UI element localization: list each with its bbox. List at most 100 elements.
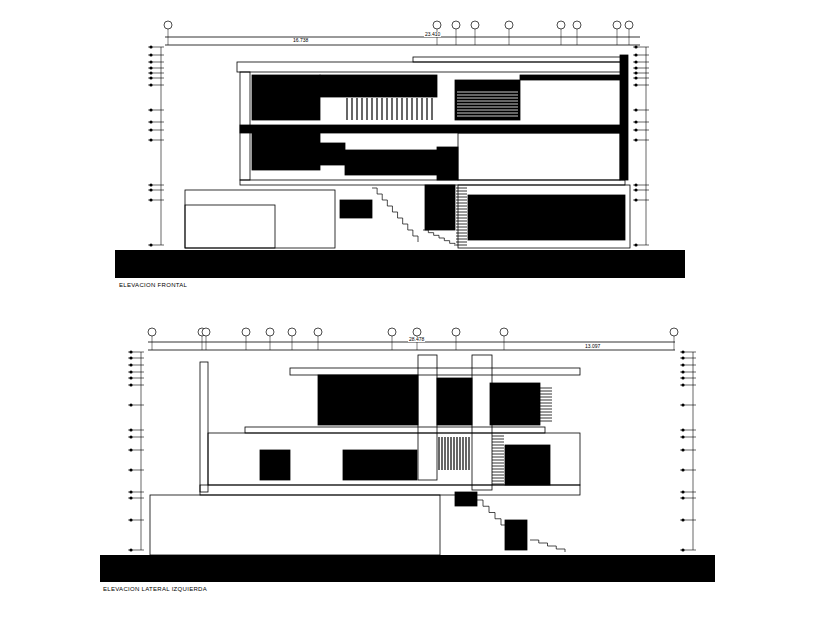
level-markers: [646, 47, 647, 245]
level-markers: [681, 518, 684, 521]
level-markers: [681, 548, 684, 551]
front-elevation: [115, 21, 685, 278]
vertical-bars: [411, 98, 412, 120]
level-markers: [149, 183, 152, 186]
stair: [519, 544, 525, 550]
roof-slab: [413, 57, 625, 62]
grid-bubbles: [617, 29, 618, 45]
level-markers: [634, 53, 637, 56]
grid-bubbles: [613, 21, 621, 29]
vertical-bars: [401, 98, 402, 120]
grid-bubbles: [504, 336, 505, 350]
vertical-bars: [416, 98, 417, 120]
window-fill: [318, 375, 418, 425]
level-markers: [129, 370, 132, 373]
level-markers: [149, 128, 152, 131]
horizontal-bars: [456, 221, 467, 222]
drawing-title: ELEVACION FRONTAL: [118, 282, 188, 288]
level-markers: [149, 120, 152, 123]
grid-bubbles: [388, 328, 396, 336]
dimension-text: 16.738: [292, 38, 309, 43]
horizontal-bars: [492, 460, 504, 461]
horizontal-bars: [537, 421, 552, 422]
grid-bubbles: [674, 336, 675, 350]
vertical-bars: [351, 98, 352, 120]
level-markers: [129, 356, 132, 359]
grid-bubbles: [505, 21, 513, 29]
grid-bubbles: [561, 29, 562, 45]
wall: [185, 205, 275, 248]
grid-bubbles: [629, 29, 630, 45]
horizontal-bars: [492, 451, 504, 452]
vertical-bars: [438, 437, 439, 470]
stair: [413, 236, 418, 242]
slab: [240, 180, 625, 185]
grid-bubbles: [266, 328, 274, 336]
horizontal-bars: [456, 194, 467, 195]
horizontal-bars: [456, 200, 467, 201]
horizontal-bars: [456, 92, 518, 245]
level-markers: [693, 352, 694, 550]
stair: [372, 188, 377, 194]
horizontal-bars: [457, 95, 518, 96]
level-markers: [681, 350, 684, 353]
level-markers: [149, 45, 152, 48]
horizontal-bars: [537, 403, 552, 404]
vertical-bars: [426, 98, 427, 120]
level-markers: [129, 490, 132, 493]
grid-bubbles: [509, 29, 510, 45]
level-markers: [128, 350, 696, 551]
horizontal-bars: [537, 406, 552, 407]
grid-bubbles: [168, 29, 169, 45]
level-markers: [149, 198, 152, 201]
level-markers: [129, 403, 132, 406]
level-markers: [149, 108, 152, 111]
grid-bubbles: [573, 21, 581, 29]
railing: [455, 492, 477, 506]
vertical-bars: [396, 98, 397, 120]
dimension-text: 28.478: [408, 337, 425, 342]
window-fill: [490, 383, 540, 425]
horizontal-bars: [537, 388, 552, 389]
level-markers: [634, 243, 637, 246]
grid-bubbles: [292, 336, 293, 350]
horizontal-bars: [456, 209, 467, 210]
stair: [372, 188, 455, 246]
horizontal-bars: [492, 484, 504, 485]
horizontal-bars: [492, 469, 504, 470]
level-markers: [129, 518, 132, 521]
stair: [507, 531, 513, 537]
window-fill: [437, 378, 472, 425]
grid-bubbles: [452, 328, 460, 336]
horizontal-bars: [456, 242, 467, 243]
stair: [382, 200, 387, 206]
level-markers: [149, 76, 152, 79]
dimension-text: 23.410: [424, 32, 441, 37]
horizontal-bars: [457, 110, 518, 111]
vertical-bars: [406, 98, 407, 120]
vertical-bars: [366, 98, 367, 120]
horizontal-bars: [456, 239, 467, 240]
horizontal-bars: [537, 397, 552, 398]
stair: [501, 525, 507, 531]
door-fill: [425, 185, 455, 230]
vertical-bars: [356, 98, 357, 120]
stair: [434, 235, 439, 238]
level-markers: [634, 76, 637, 79]
grid-bubbles: [148, 328, 156, 336]
horizontal-bars: [492, 439, 504, 440]
level-markers: [634, 60, 637, 63]
level-markers: [129, 350, 132, 353]
vertical-bars: [447, 437, 448, 470]
level-markers: [149, 53, 152, 56]
window-fill: [343, 450, 417, 480]
beam: [520, 75, 620, 80]
horizontal-bars: [457, 107, 518, 108]
horizontal-bars: [456, 245, 467, 246]
grid-bubbles: [206, 336, 207, 350]
drawing-title: ELEVACION LATERAL IZQUIERDA: [102, 586, 208, 592]
horizontal-bars: [457, 98, 518, 99]
column: [418, 355, 437, 480]
stair: [444, 241, 449, 244]
